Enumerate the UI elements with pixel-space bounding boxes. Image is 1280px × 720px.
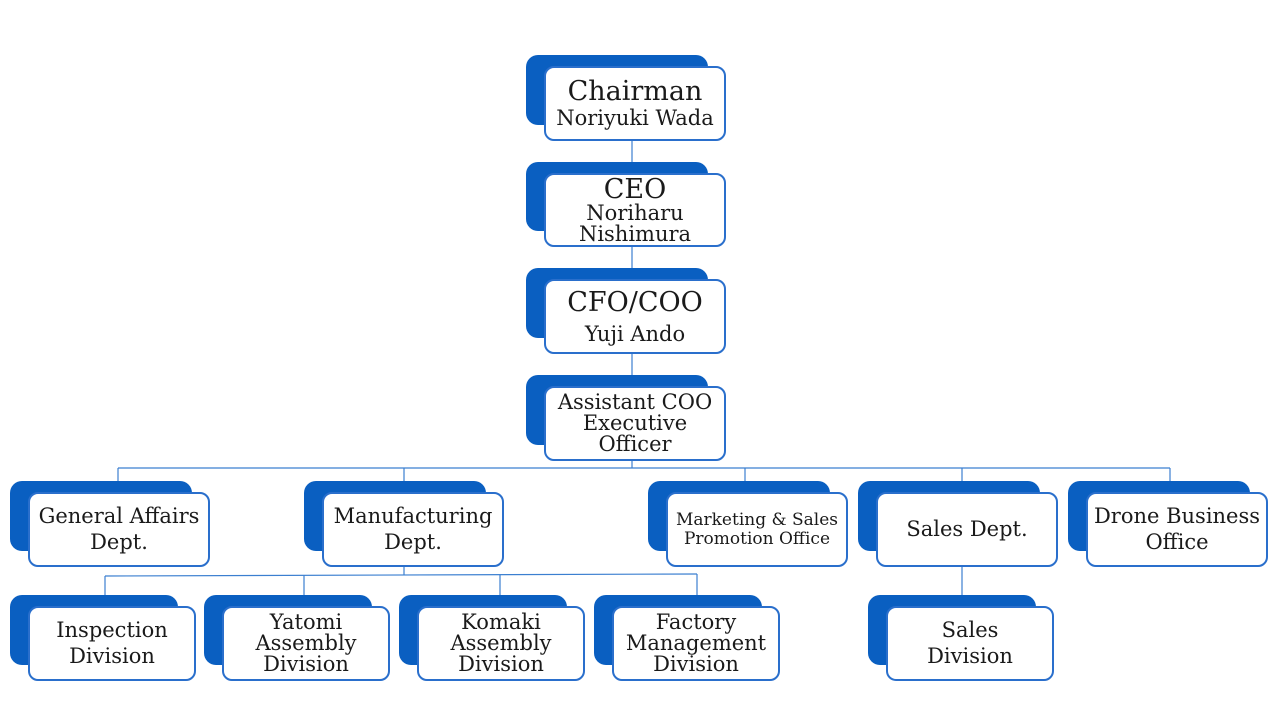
- node-box: CFO/COO Yuji Ando: [544, 279, 726, 354]
- node-box: Assistant COO Executive Officer: [544, 386, 726, 461]
- node-line1: Sales: [941, 618, 999, 642]
- node-name-line2: Nishimura: [578, 221, 692, 246]
- node-title: CFO/COO: [567, 286, 703, 318]
- node-line2: Division: [69, 644, 155, 668]
- node-box: Sales Dept.: [876, 492, 1058, 567]
- node-line1: Manufacturing: [333, 504, 493, 528]
- node-chairman: Chairman Noriyuki Wada: [526, 55, 726, 141]
- node-manufacturing: Manufacturing Dept.: [304, 481, 504, 567]
- node-box: Drone Business Office: [1086, 492, 1268, 567]
- node-line1: Drone Business: [1093, 504, 1261, 528]
- node-line1: Assistant COO: [557, 390, 713, 414]
- node-general-affairs: General Affairs Dept.: [10, 481, 210, 567]
- node-line2: Executive: [582, 411, 688, 435]
- node-box: Marketing & Sales Promotion Office: [666, 492, 848, 567]
- node-yatomi-division: Yatomi Assembly Division: [204, 595, 390, 681]
- node-sales-dept: Sales Dept.: [858, 481, 1058, 567]
- node-line2: Office: [1145, 530, 1209, 554]
- node-factory-management-division: Factory Management Division: [594, 595, 780, 681]
- node-box: Sales Division: [886, 606, 1054, 681]
- node-title: CEO: [603, 173, 667, 205]
- node-line1: Inspection: [56, 618, 168, 642]
- node-box: Yatomi Assembly Division: [222, 606, 390, 681]
- node-line2: Promotion Office: [683, 528, 831, 549]
- node-line3: Division: [263, 652, 349, 676]
- node-ceo: CEO Noriharu Nishimura: [526, 162, 726, 247]
- node-line3: Officer: [598, 432, 672, 456]
- node-name-line1: Noriharu: [586, 200, 684, 225]
- node-line2: Assembly: [450, 631, 552, 655]
- node-box: Inspection Division: [28, 606, 196, 681]
- connector-division-bus: [104, 573, 698, 577]
- node-name: Yuji Ando: [584, 321, 686, 346]
- node-komaki-division: Komaki Assembly Division: [399, 595, 585, 681]
- node-cfo-coo: CFO/COO Yuji Ando: [526, 268, 726, 354]
- node-line2: Assembly: [255, 631, 357, 655]
- node-line2: Dept.: [90, 530, 148, 554]
- node-line2: Dept.: [384, 530, 442, 554]
- node-drone-business: Drone Business Office: [1068, 481, 1268, 567]
- node-box: Manufacturing Dept.: [322, 492, 504, 567]
- node-sales-division: Sales Division: [868, 595, 1054, 681]
- node-line1: Marketing & Sales: [675, 509, 839, 530]
- node-box: Komaki Assembly Division: [417, 606, 585, 681]
- node-line3: Division: [458, 652, 544, 676]
- node-line2: Division: [927, 644, 1013, 668]
- node-line2: Management: [625, 631, 767, 655]
- node-line1: Sales Dept.: [906, 517, 1028, 541]
- node-line1: Yatomi: [269, 610, 343, 634]
- node-inspection-division: Inspection Division: [10, 595, 196, 681]
- node-marketing-sales: Marketing & Sales Promotion Office: [648, 481, 848, 567]
- node-box: Factory Management Division: [612, 606, 780, 681]
- node-line1: Komaki: [461, 610, 541, 634]
- node-line3: Division: [653, 652, 739, 676]
- node-title: Chairman: [567, 76, 703, 107]
- node-box: Chairman Noriyuki Wada: [544, 66, 726, 141]
- node-name: Noriyuki Wada: [556, 106, 714, 130]
- node-box: General Affairs Dept.: [28, 492, 210, 567]
- node-line1: Factory: [655, 610, 737, 634]
- node-assistant-coo: Assistant COO Executive Officer: [526, 375, 726, 461]
- node-line1: General Affairs: [38, 504, 200, 528]
- node-box: CEO Noriharu Nishimura: [544, 173, 726, 247]
